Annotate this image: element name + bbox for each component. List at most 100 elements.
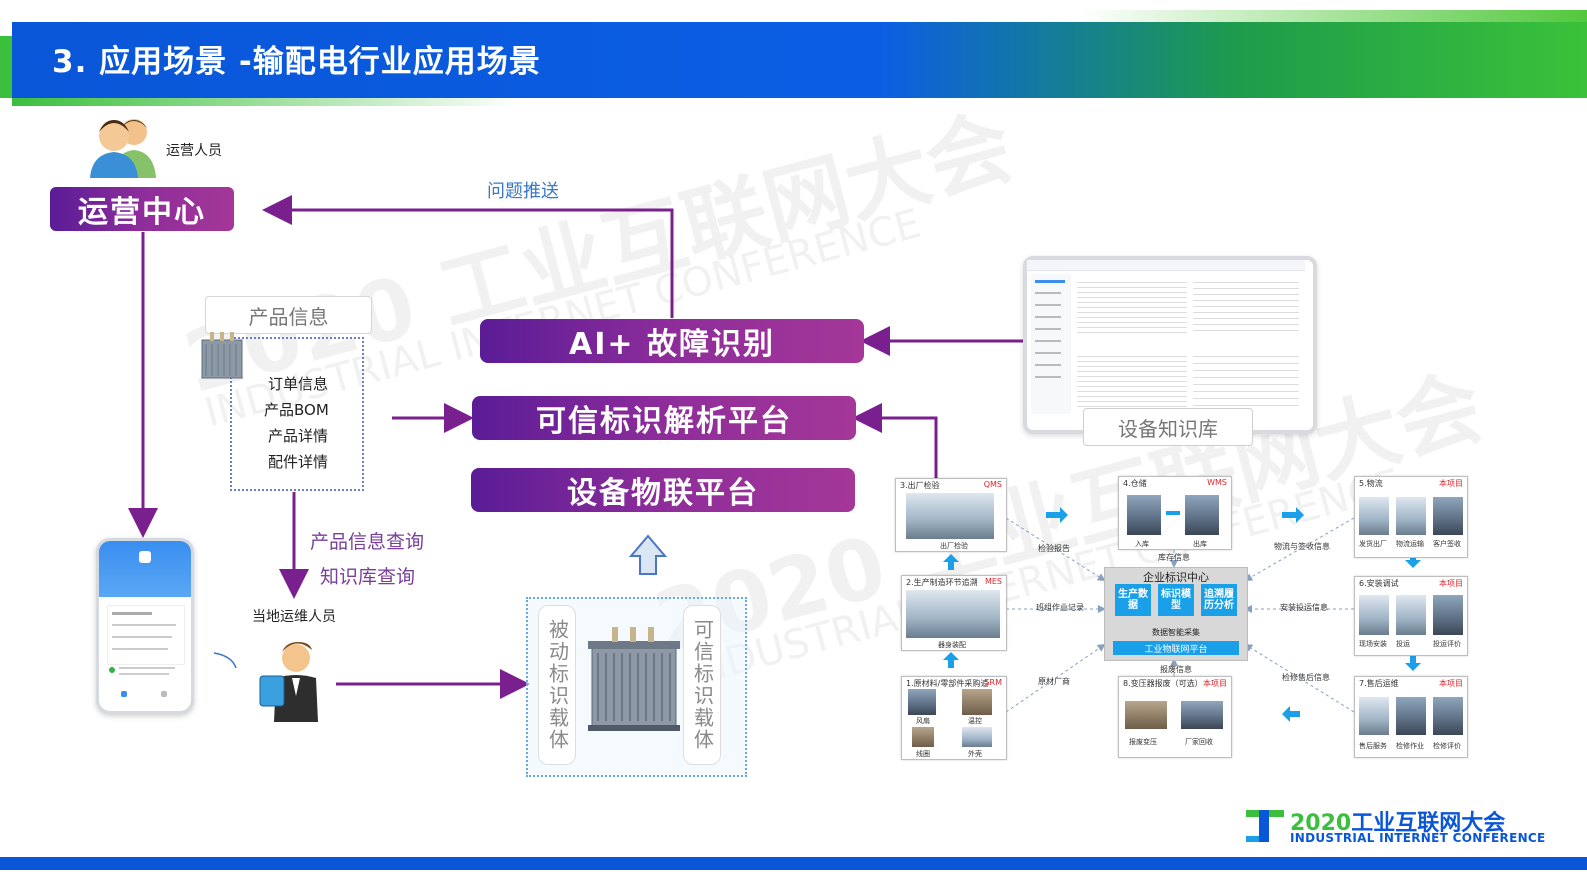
hub-data-collection: 数据智能采集 bbox=[1152, 628, 1200, 637]
fb8-tag: 本项目 bbox=[1203, 679, 1227, 688]
query-product-label: 产品信息查询 bbox=[310, 531, 425, 553]
kb-label: 设备知识库 bbox=[1083, 408, 1253, 446]
edge-label-logistics-info: 物流与签收信息 bbox=[1274, 542, 1330, 551]
footer-logo-cn: 工业互联网大会 bbox=[1351, 811, 1506, 836]
trusted-carrier-text: 可信标识载体 bbox=[690, 619, 715, 751]
fb4-photo-2 bbox=[1185, 495, 1219, 535]
fb2-cap: 器身装配 bbox=[938, 641, 966, 649]
flow-box-after-sales: 7.售后运维 本项目 售后服务 检修作业 检修评价 bbox=[1354, 676, 1468, 758]
fb1-cap-4: 外壳 bbox=[968, 750, 982, 758]
fb6-photo-1 bbox=[1359, 595, 1389, 635]
process-arrow-2-3 bbox=[943, 554, 959, 570]
fb1-photo-coil bbox=[912, 727, 934, 747]
fb1-tag: SRM bbox=[984, 678, 1002, 687]
fb1-photo-shell bbox=[962, 727, 992, 747]
fb6-cap-1: 现场安装 bbox=[1359, 640, 1387, 648]
trusted-id-platform-box: 可信标识解析平台 bbox=[472, 396, 856, 440]
footer-bar bbox=[0, 857, 1587, 870]
product-item-parts: 配件详情 bbox=[268, 453, 329, 471]
fb1-photo-temp bbox=[962, 689, 992, 715]
flow-box-installation: 6.安装调试 本项目 现场安装 投运 投运评价 bbox=[1354, 576, 1468, 656]
fb1-cap-2: 温控 bbox=[968, 717, 982, 725]
fb4-cap-2: 出库 bbox=[1193, 540, 1207, 548]
hub-iiot-platform: 工业物联网平台 bbox=[1113, 641, 1239, 655]
product-item-bom: 产品BOM bbox=[264, 401, 329, 419]
fb5-title: 5.物流 bbox=[1359, 479, 1383, 488]
fb1-title: 1.原材料/零部件采购追 bbox=[906, 679, 989, 688]
operator-avatar-icon bbox=[82, 112, 162, 180]
phone-header bbox=[99, 541, 191, 597]
process-arrow-4-5 bbox=[1282, 507, 1304, 523]
iot-platform-box: 设备物联平台 bbox=[471, 468, 855, 512]
passive-carrier-text: 被动标识载体 bbox=[545, 619, 570, 751]
process-arrow-7-8 bbox=[1282, 706, 1300, 722]
edge-b5-hub bbox=[1244, 517, 1355, 581]
fb5-tag: 本项目 bbox=[1439, 479, 1463, 488]
fb8-title: 8.变压器报废（可选） bbox=[1123, 679, 1203, 688]
fb4-title: 4.仓储 bbox=[1123, 479, 1147, 488]
fb8-photo-2 bbox=[1181, 701, 1223, 729]
passive-carrier-label: 被动标识载体 bbox=[538, 605, 576, 765]
product-item-detail: 产品详情 bbox=[268, 427, 329, 445]
hub-production-data: 生产数据 bbox=[1115, 584, 1151, 616]
fb7-cap-1: 售后服务 bbox=[1359, 742, 1387, 750]
fb7-title: 7.售后运维 bbox=[1359, 679, 1399, 688]
fb8-photo-1 bbox=[1125, 701, 1167, 729]
product-info-list: 订单信息 产品BOM 产品详情 配件详情 bbox=[230, 337, 364, 491]
fb3-photo bbox=[906, 493, 994, 539]
edge-label-stock-info: 库存信息 bbox=[1158, 553, 1190, 562]
maintenance-worker-icon bbox=[258, 636, 322, 728]
fb1-photo-fan bbox=[908, 689, 936, 715]
product-info-title: 产品信息 bbox=[205, 296, 372, 334]
fb7-cap-3: 检修评价 bbox=[1433, 742, 1461, 750]
query-kb-label: 知识库查询 bbox=[320, 566, 416, 588]
mobile-phone-screen bbox=[96, 538, 194, 714]
phone-status-icon bbox=[109, 667, 115, 673]
issue-push-label: 问题推送 bbox=[487, 181, 559, 202]
footer-logo-year: 2020 bbox=[1290, 811, 1352, 836]
fb7-photo-1 bbox=[1359, 697, 1389, 735]
footer-logo-en: INDUSTRIAL INTERNET CONFERENCE bbox=[1290, 831, 1546, 845]
edge-label-raw-material: 原材厂商 bbox=[1038, 677, 1070, 686]
phone-tab-home-icon bbox=[121, 691, 127, 697]
operator-label: 运营人员 bbox=[166, 143, 222, 159]
process-arrow-6-7 bbox=[1405, 655, 1421, 671]
kb-sidebar bbox=[1031, 274, 1071, 414]
fb4-cap-1: 入库 bbox=[1135, 540, 1149, 548]
page-title: 3. 应用场景 -输配电行业应用场景 bbox=[52, 44, 541, 80]
phone-card bbox=[107, 605, 185, 665]
header-bar bbox=[12, 22, 1587, 98]
flow-to-platform-arrow bbox=[852, 403, 938, 478]
hub-id-model: 标识模型 bbox=[1158, 584, 1194, 616]
transformer-icon bbox=[584, 625, 684, 735]
phone-tab-user-icon bbox=[161, 691, 167, 697]
product-item-order: 订单信息 bbox=[268, 375, 329, 393]
fb5-photo-2 bbox=[1396, 497, 1426, 535]
transformer-small-icon bbox=[196, 330, 248, 382]
fb5-cap-3: 客户签收 bbox=[1433, 540, 1461, 548]
fb7-tag: 本项目 bbox=[1439, 679, 1463, 688]
fb3-title: 3.出厂检验 bbox=[900, 481, 940, 490]
edge-b1-hub bbox=[1005, 643, 1106, 713]
fb7-cap-2: 检修作业 bbox=[1396, 742, 1424, 750]
fb3-cap: 出厂检验 bbox=[940, 542, 968, 550]
process-arrow-3-4 bbox=[1046, 507, 1068, 523]
ops-center-box: 运营中心 bbox=[50, 187, 234, 231]
issue-push-arrow bbox=[262, 195, 674, 318]
edge-label-work-record: 班组作业记录 bbox=[1036, 603, 1084, 612]
hub-trace-analysis: 追溯履历分析 bbox=[1201, 584, 1237, 616]
fb2-tag: MES bbox=[984, 577, 1002, 586]
fb5-photo-3 bbox=[1433, 497, 1463, 535]
footer-logo-title: 2020工业互联网大会 bbox=[1290, 805, 1505, 837]
edge-label-after-sales: 检修售后信息 bbox=[1282, 673, 1330, 682]
fb7-photo-2 bbox=[1396, 697, 1426, 735]
fb3-tag: QMS bbox=[983, 480, 1002, 489]
phone-signal-arc bbox=[213, 652, 237, 669]
fb6-cap-3: 投运评价 bbox=[1433, 640, 1461, 648]
carrier-box: 被动标识载体 可信标识载体 bbox=[526, 597, 747, 777]
ai-fault-recognition-box: AI+ 故障识别 bbox=[480, 319, 864, 363]
edge-label-scrap-info: 报废信息 bbox=[1160, 665, 1192, 674]
flow-box-scrap: 8.变压器报废（可选） 本项目 报废变压 厂家回收 bbox=[1118, 676, 1232, 758]
fb6-title: 6.安装调试 bbox=[1359, 579, 1399, 588]
